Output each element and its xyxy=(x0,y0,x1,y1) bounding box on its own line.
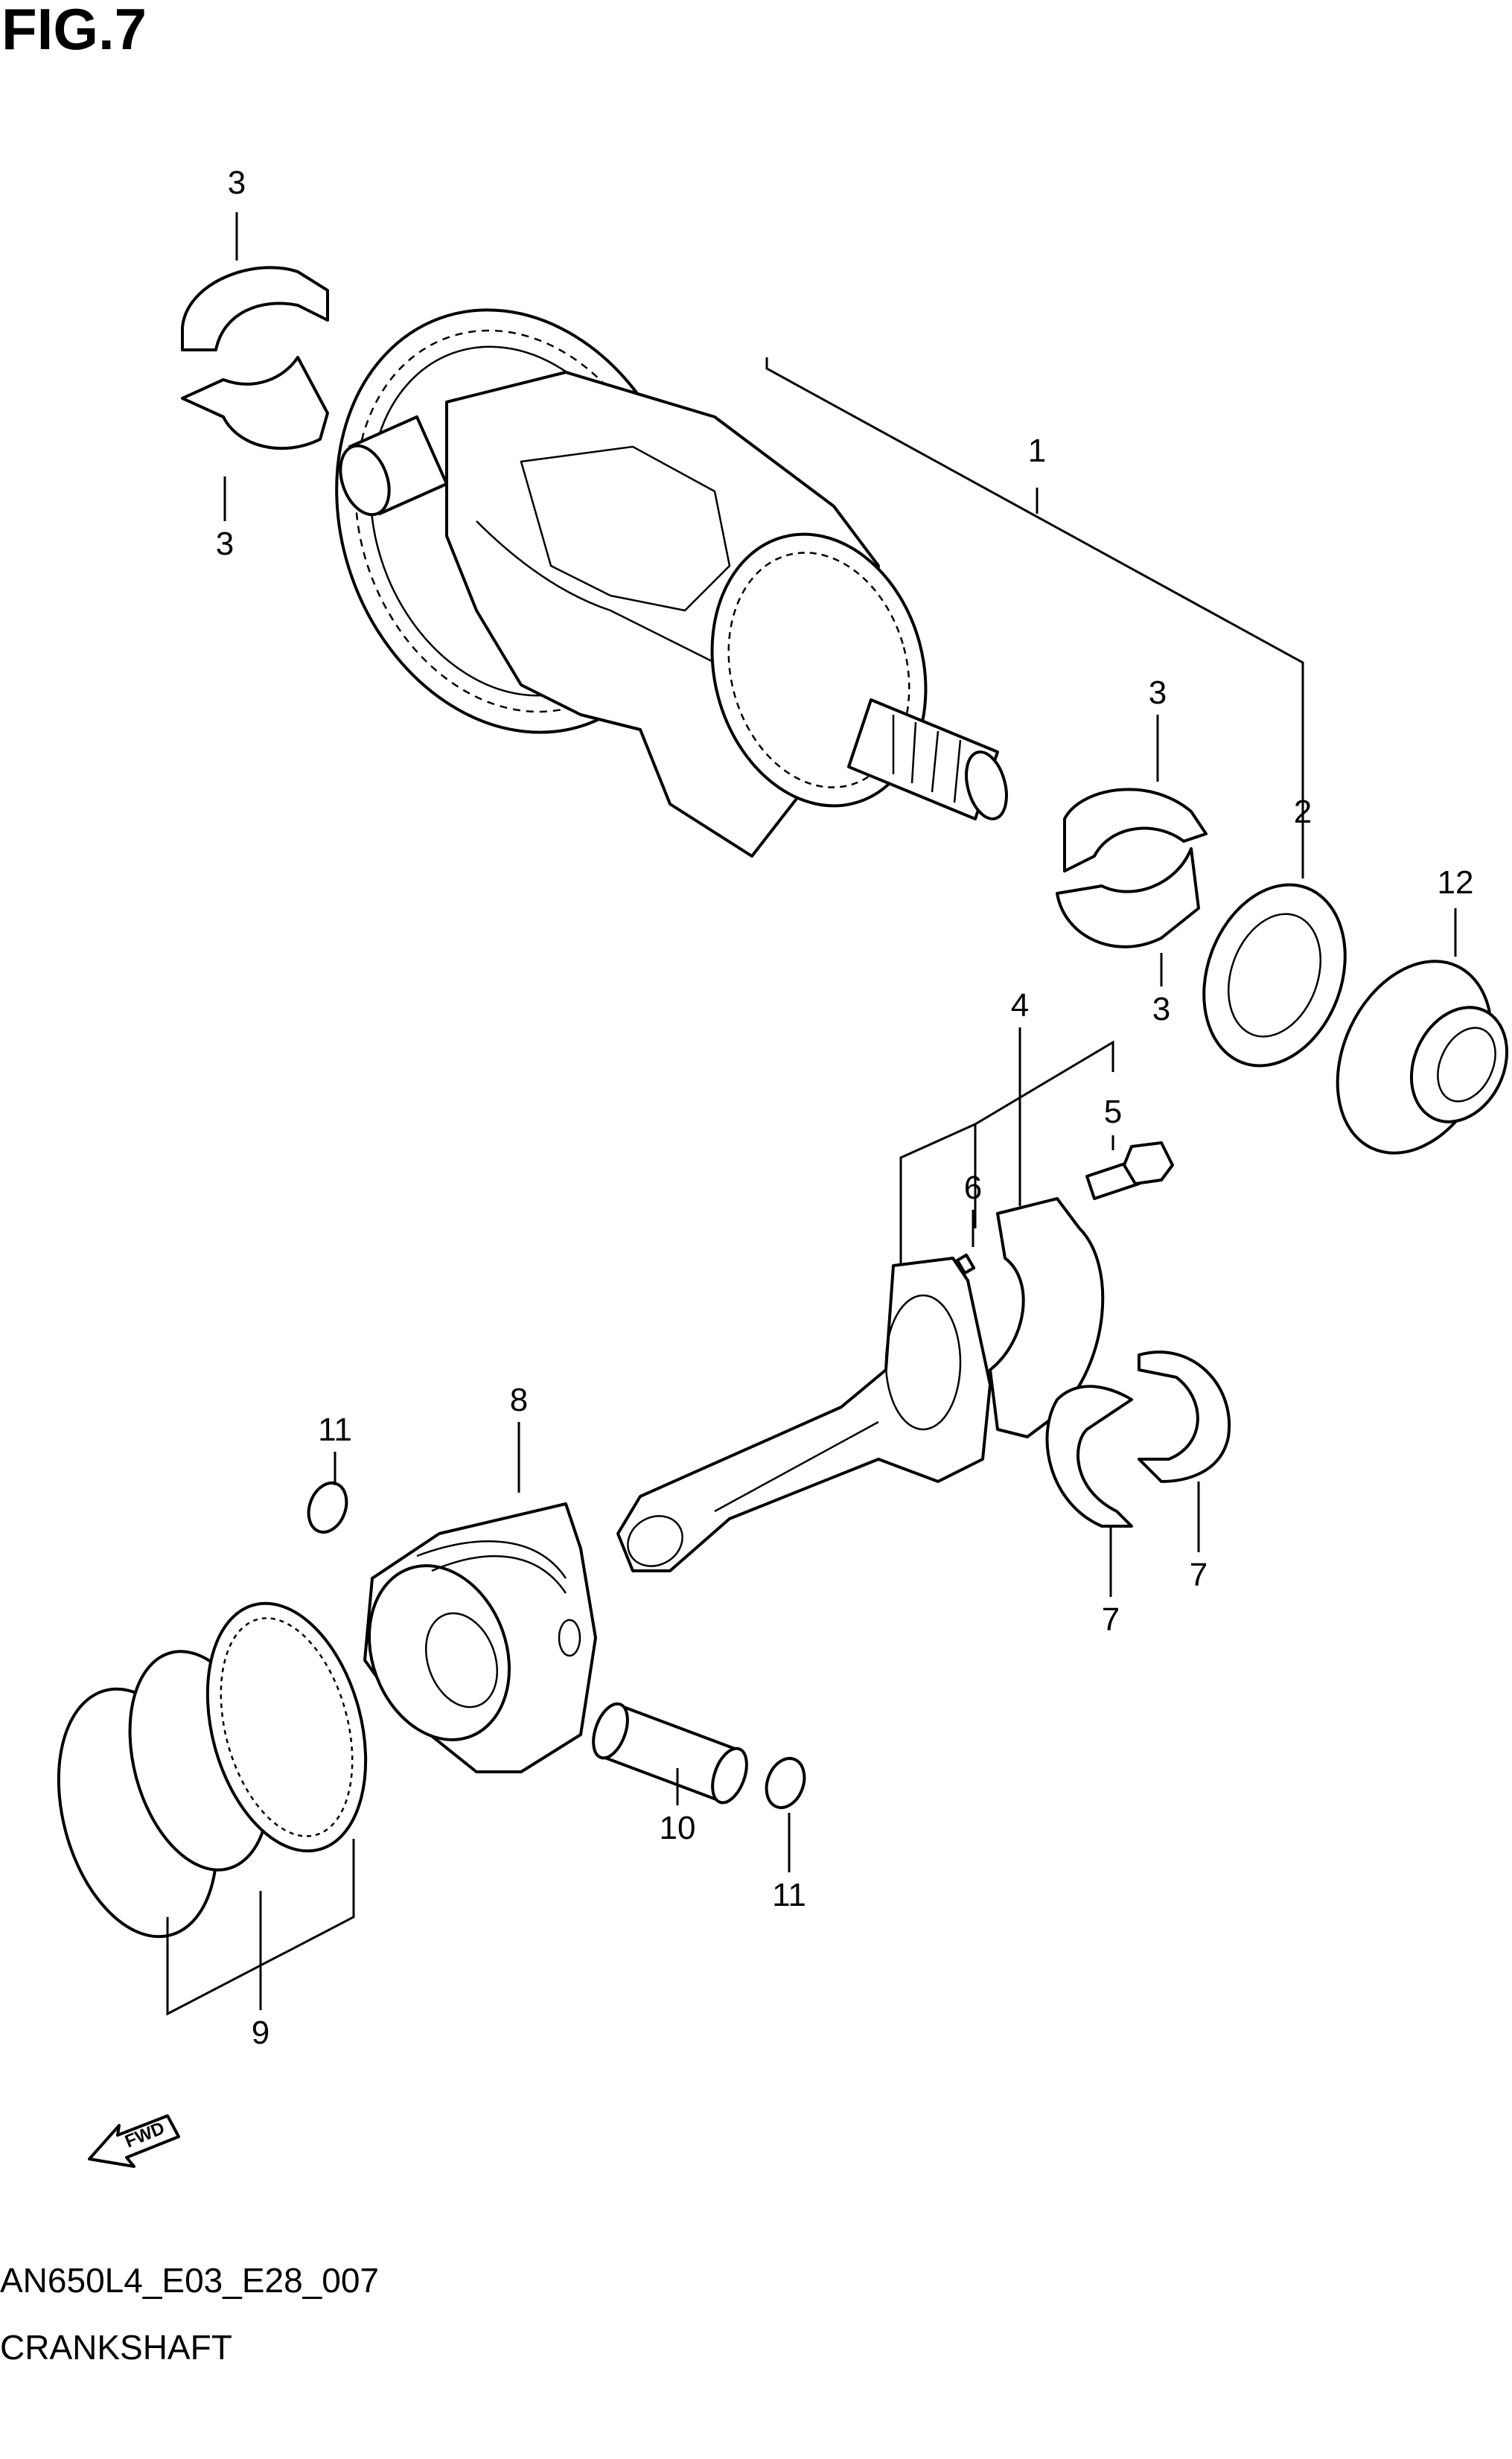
callout-2: 2 xyxy=(1294,794,1312,830)
drawing-code: AN650L4_E03_E28_007 xyxy=(0,2261,380,2300)
connecting-rod xyxy=(616,1257,992,1572)
piston xyxy=(363,1502,597,1773)
figure-title: FIG.7 xyxy=(1,0,147,62)
callout-labels: 3 3 1 3 2 12 3 4 5 6 8 11 7 7 10 11 9 xyxy=(216,165,1474,2051)
callout-7: 7 xyxy=(1190,1557,1208,1593)
callout-6: 6 xyxy=(964,1170,982,1206)
rod-bearing-shells xyxy=(1045,1350,1231,1528)
callout-11: 11 xyxy=(318,1412,352,1448)
leader-lines xyxy=(166,212,1457,2016)
fwd-arrow: FWD xyxy=(88,2114,180,2168)
callout-9: 9 xyxy=(252,2015,269,2051)
callout-10: 10 xyxy=(660,1810,696,1846)
callout-5: 5 xyxy=(1104,1094,1122,1130)
piston-pin xyxy=(592,1702,748,1805)
callout-8: 8 xyxy=(510,1382,528,1418)
callout-3: 3 xyxy=(1149,674,1167,711)
callout-3: 3 xyxy=(216,526,234,562)
callout-11: 11 xyxy=(772,1877,806,1913)
bearing-shell-upper-left xyxy=(181,266,329,450)
callout-12: 12 xyxy=(1438,864,1474,901)
piston-rings xyxy=(57,1601,368,1939)
bearing-shell-right xyxy=(1056,788,1208,948)
callout-7: 7 xyxy=(1102,1601,1120,1638)
callout-4: 4 xyxy=(1011,987,1029,1024)
circlip-lower xyxy=(765,1757,806,1809)
cap-bolt xyxy=(1085,1141,1174,1200)
thrust-washer xyxy=(1202,883,1347,1068)
crankshaft-assembly xyxy=(335,308,1008,858)
callout-3: 3 xyxy=(228,165,246,201)
drawing-name: CRANKSHAFT xyxy=(0,2328,232,2367)
circlip-upper xyxy=(307,1482,348,1534)
callout-1: 1 xyxy=(1028,433,1046,469)
primary-drive-gear xyxy=(1336,960,1509,1155)
callout-3: 3 xyxy=(1152,991,1170,1027)
dowel-pin xyxy=(955,1253,976,1275)
